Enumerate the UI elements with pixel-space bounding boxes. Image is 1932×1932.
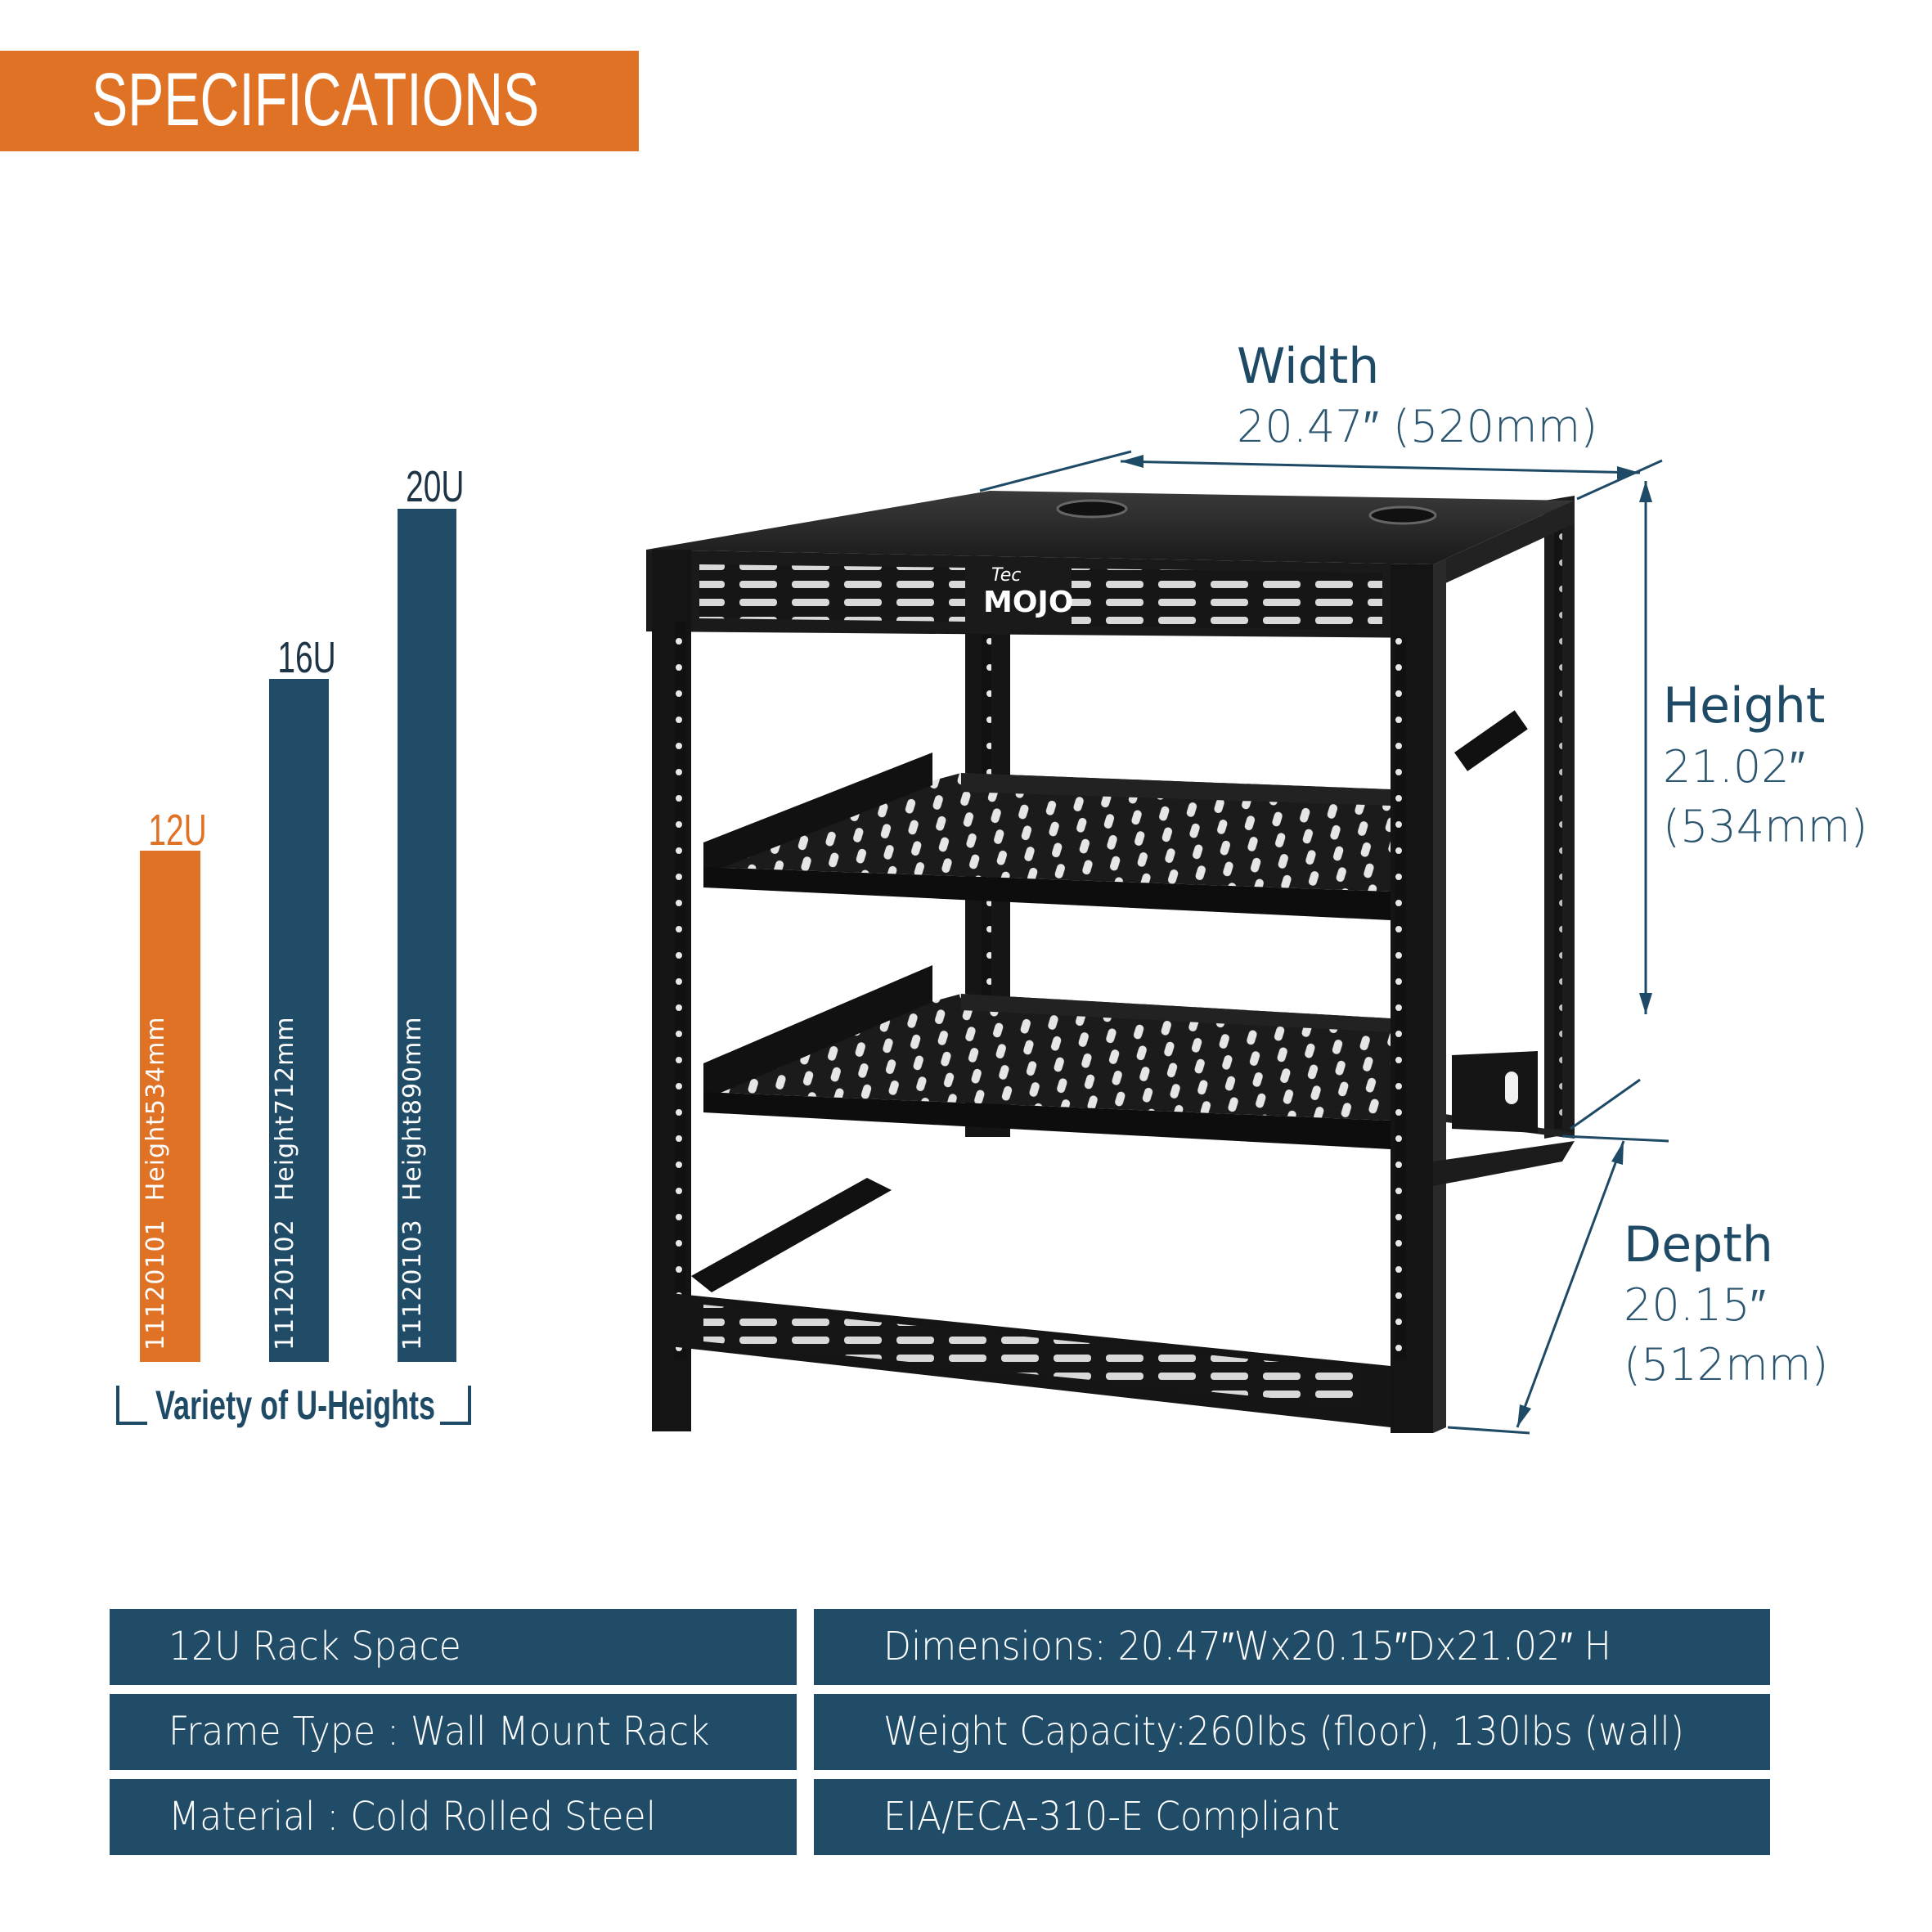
bar-20u: 11120103Height890mm [398,509,456,1362]
bar-12u: 11120101Height534mm [140,851,200,1362]
brand-logo: MOJO [983,586,1073,619]
width-title: Width [1237,338,1380,395]
specifications-header: SPECIFICATIONS [0,51,639,151]
height-value-inch: 21.02″ [1663,741,1805,793]
rack-front-right-post [1391,559,1446,1433]
rack-front-left-post [652,550,691,1431]
shelf-upper [703,710,1528,920]
depth-value-inch: 20.15″ [1624,1279,1766,1331]
spec-cell-material: Material : Cold Rolled Steel [110,1779,797,1855]
width-value: 20.47″ (520mm) [1237,401,1598,452]
shelf-lower [703,965,1538,1149]
bar-16u: 11120102Height712mm [269,679,329,1362]
bracket-icon [116,1386,471,1425]
depth-value-mm: (512mm) [1624,1339,1829,1391]
height-value-mm: (534mm) [1663,801,1868,852]
page-title: SPECIFICATIONS [92,58,540,142]
spec-cell-weight-capacity: Weight Capacity:260lbs (floor), 130lbs (… [814,1694,1770,1770]
brand-logo-small: Tec [991,565,1021,586]
u-heights-caption: Variety of U-Heights [155,1382,436,1428]
height-title: Height [1663,677,1826,735]
u-height-chart: 12U 11120101Height534mm 16U 11120102Heig… [0,0,573,1440]
spec-cell-rack-space: 12U Rack Space [110,1609,797,1685]
depth-title: Depth [1624,1216,1773,1274]
spec-cell-dimensions: Dimensions: 20.47″Wx20.15″Dx21.02″ H [814,1609,1770,1685]
rack-back-right-post [1544,496,1575,1139]
spec-cell-frame-type: Frame Type : Wall Mount Rack [110,1694,797,1770]
rack-top-panel [646,491,1575,564]
dimension-lines [979,450,1669,1435]
spec-cell-compliance: EIA/ECA-310-E Compliant [814,1779,1770,1855]
